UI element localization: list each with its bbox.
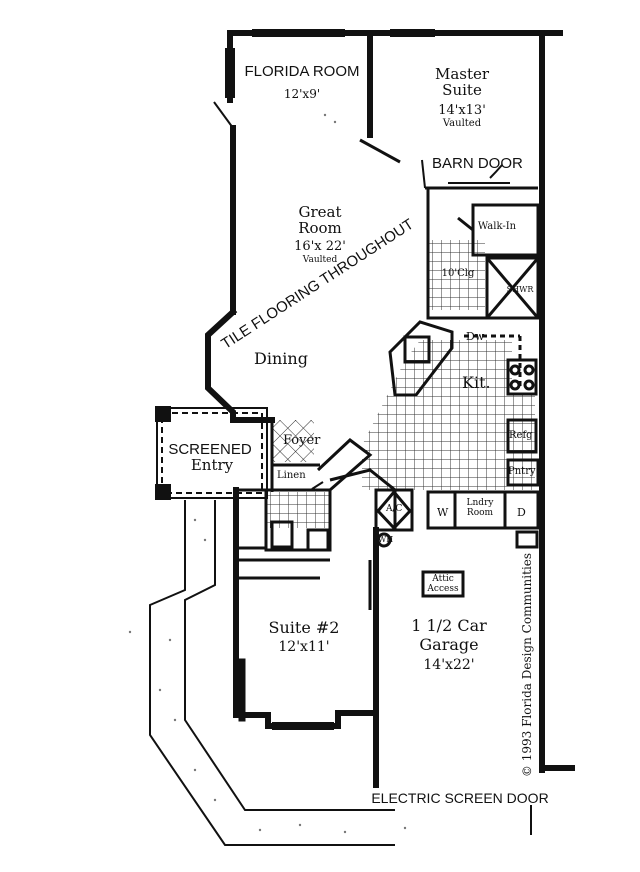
garage-size: 14'x22' [423, 657, 475, 673]
great-room-label-line2: Room [298, 219, 342, 237]
master-suite-label-line1: Master [434, 65, 490, 83]
exterior-walls [205, 30, 575, 788]
master-suite-size: 14'x13' [438, 103, 486, 118]
linen-label: Linen [277, 470, 306, 481]
suite2-label: Suite #2 [268, 618, 340, 637]
dishwasher-label: Dw [466, 330, 485, 343]
master-suite-label-line2: Suite [442, 81, 482, 99]
ac-label: A/C [386, 504, 403, 514]
dryer-label: D [517, 506, 526, 519]
washer-label: W [437, 506, 449, 519]
screened-entry-label-line2: Entry [190, 456, 234, 474]
barn-door-label: BARN DOOR [432, 155, 523, 172]
laundry-label-line1: Lndry [466, 498, 494, 508]
attic-access-label-line1: Attic [432, 574, 454, 584]
great-room-size: 16'x 22' [294, 239, 346, 254]
screened-entry-label-line1: SCREENED [168, 441, 252, 458]
electric-screen-door-label: ELECTRIC SCREEN DOOR [371, 790, 549, 806]
attic-access-label-line2: Access [427, 584, 459, 594]
walkway-texture [128, 113, 407, 834]
florida-room-size: 12'x9' [283, 87, 321, 101]
walkway [149, 500, 395, 846]
interior-walls [234, 138, 540, 722]
master-suite-vaulted: Vaulted [442, 118, 482, 129]
windows [225, 29, 435, 730]
great-room-vaulted: Vaulted [302, 255, 338, 265]
refrigerator-label: Refg [509, 430, 533, 441]
garage-label-line2: Garage [419, 635, 479, 654]
screened-entry-outline [155, 406, 268, 500]
pantry-label: Pntry [508, 466, 536, 477]
ceiling-label: 10'Clg [441, 268, 475, 279]
walk-in-label: Walk-In [477, 221, 517, 232]
laundry-label-line2: Room [466, 508, 494, 518]
dining-label: Dining [254, 349, 308, 368]
door-swings [213, 101, 510, 490]
great-room-label-line1: Great [298, 203, 342, 221]
florida-room-label: FLORIDA ROOM [244, 63, 360, 80]
suite2-size: 12'x11' [278, 639, 330, 655]
garage-label-line1: 1 1/2 Car [411, 616, 487, 635]
kitchen-label: Kit. [462, 373, 491, 392]
foyer-label: Foyer [283, 433, 321, 448]
copyright-label: © 1993 Florida Design Communities [520, 553, 534, 777]
water-heater-label: WH [378, 535, 394, 544]
tile-floor [267, 240, 535, 528]
shower-label: SHWR [506, 285, 534, 294]
